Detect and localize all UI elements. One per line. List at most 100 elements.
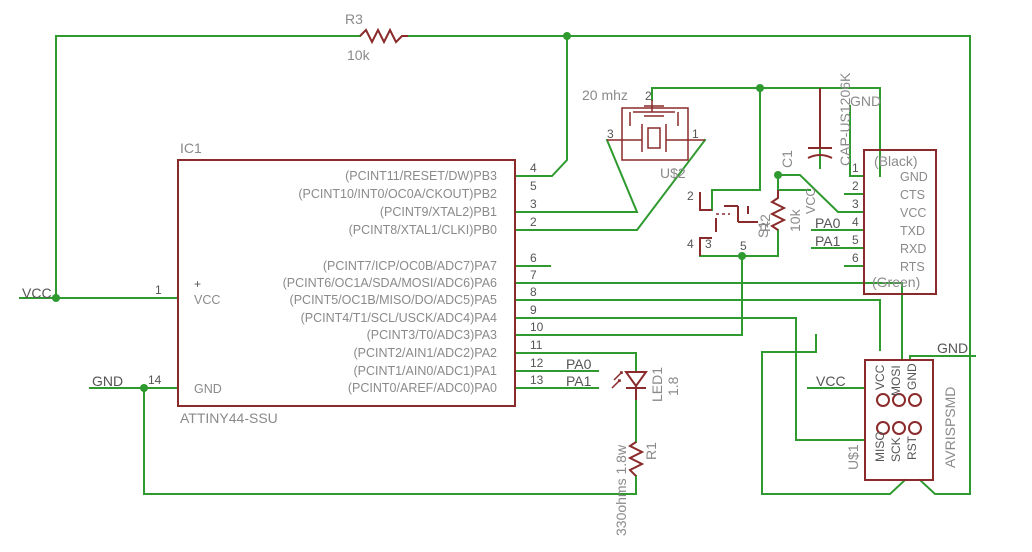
r2-zigzag [769,190,787,231]
wire-reset-pb3 [514,35,568,177]
isp-pin-label: GND [905,363,919,390]
c1-net-gnd: GND [850,93,881,109]
switch-pin-number: 4 [687,237,694,251]
crystal-pin-number: 2 [645,89,652,103]
ftdi-pin-number: 2 [852,179,859,193]
ftdi-pin-label: VCC [900,206,926,220]
net-labels: VCC GND PA0 PA1 GND VCC [22,285,968,389]
isp-pad [908,393,922,407]
isp-body [864,359,934,481]
isp-pin-label: MOSI [889,365,903,396]
ic1-pin-number: 10 [530,320,544,334]
ic1-pin-vcc-label: VCC [194,293,220,307]
ftdi-bottom-label: (Green) [872,274,920,290]
ftdi-pin-label: GND [900,170,928,184]
isp-pad [876,393,890,407]
wire-crystal-top [651,87,881,177]
net-vcc-left: VCC [22,285,52,301]
ic1-pin-number: 13 [530,373,544,387]
wire-r3-right [407,35,971,495]
net-pa1-ic: PA1 [566,373,592,389]
ftdi-top-label: (Black) [874,153,918,169]
r1-value: 330ohms 1.8w [613,444,629,536]
ftdi-body [863,149,937,295]
wire-vcc-top-loop [19,35,361,299]
capacitor-c1: C1 CAP-US1206K GND VCC [779,72,881,214]
c1-net-vcc: VCC [804,188,818,214]
ftdi-header: (Black) (Green) GND CTS VCC TXD RXD RTS … [815,149,937,295]
r2-name: R2 [757,214,773,232]
ic1-pin-label: (PCINT5/OC1B/MISO/DO/ADC5)PA5 [290,293,497,307]
ftdi-pin-number: 3 [852,197,859,211]
isp-pin-label: MISO [873,431,887,462]
net-pa0-ic: PA0 [566,356,592,372]
ic1-pin-gnd-label: GND [194,382,222,396]
switch-pin-number: 3 [705,237,712,251]
plus-mark: + [194,277,201,291]
isp-pin-label: RST [905,435,919,460]
r2-value: 10k [787,208,803,232]
net-pa1-ftdi: PA1 [815,233,841,249]
r3-value: 10k [347,47,371,63]
isp-pad [876,421,890,435]
led-value: 1.8 [665,376,681,396]
resistor-r2: R2 10k [757,190,803,232]
switch-name: S1 [755,221,771,238]
switch-contacts [699,192,758,256]
junction-dot [52,294,60,302]
ic1-pin-gnd-number: 14 [148,373,162,387]
ftdi-pin-number: 4 [852,215,859,229]
junction-dot [738,252,746,260]
ic1-pin-label: (PCINT4/T1/SCL/USCK/ADC4)PA4 [301,311,497,325]
crystal-plates [607,100,705,152]
led-triangle [624,371,648,400]
wires [19,35,976,495]
ic1-pin-label: (PCINT7/ICP/OC0B/ADC7)PA7 [323,259,497,273]
wire-cap-link [711,87,761,211]
ic1-pin-number: 9 [530,303,537,317]
ic1-pin-vcc-number: 1 [155,283,162,297]
ftdi-pin-number: 5 [852,233,859,247]
junctions [52,32,782,392]
isp-pad [892,393,906,407]
isp-pin-label: VCC [873,364,887,390]
ftdi-pin-label: CTS [900,188,925,202]
ic1-pin-label: (PCINT1/AIN0/ADC1)PA1 [353,364,497,378]
net-gnd-isp: GND [937,340,968,356]
crystal-u2: 20 mhz U$2 1 2 3 [582,87,705,181]
ic1-attiny44: IC1 ATTINY44-SSU + VCC 1 GND 14 (PCINT11… [148,140,544,426]
crystal-caps [629,105,679,126]
ic1-pin-number: 12 [530,356,544,370]
isp-pad [908,421,922,435]
resistor-r1: R1 330ohms 1.8w [613,441,659,536]
isp-pad [892,421,906,435]
ic1-pin-label: (PCINT11/RESET/DW)PB3 [345,169,497,183]
wire-pb1-xtal [514,138,639,213]
led1: LED1 1.8 [611,367,681,402]
ftdi-pin-label: RXD [900,242,926,256]
wire-pa2-led [514,352,637,373]
net-pa0-ftdi: PA0 [815,215,841,231]
crystal-frame [621,107,689,161]
ftdi-pin-label: TXD [900,224,925,238]
ic1-pin-number: 6 [530,251,537,265]
wire-pb0-xtal [514,138,707,231]
resistor-r3: R3 10k [345,11,408,63]
wire-isp-rst [761,478,907,495]
ic1-pin-label: (PCINT3/T0/ADC3)PA3 [367,328,497,342]
led-arrows [611,371,623,389]
switch-s1: 2 4 3 5 S1 [687,189,771,256]
wire-pa6-isp [514,282,903,361]
ic1-pin-number: 5 [530,179,537,193]
crystal-pin-number: 1 [692,127,699,141]
ic1-name: IC1 [180,140,202,156]
ftdi-pin-label: RTS [900,260,925,274]
ic1-pin-label: (PCINT2/AIN1/ADC2)PA2 [353,346,497,360]
junction-dot [756,84,764,92]
isp-name: AVRISPSMD [942,387,958,468]
ic1-value: ATTINY44-SSU [180,410,278,426]
r3-zigzag [359,27,408,45]
wire-pa3-switch [514,255,743,336]
net-vcc-isp: VCC [816,373,846,389]
